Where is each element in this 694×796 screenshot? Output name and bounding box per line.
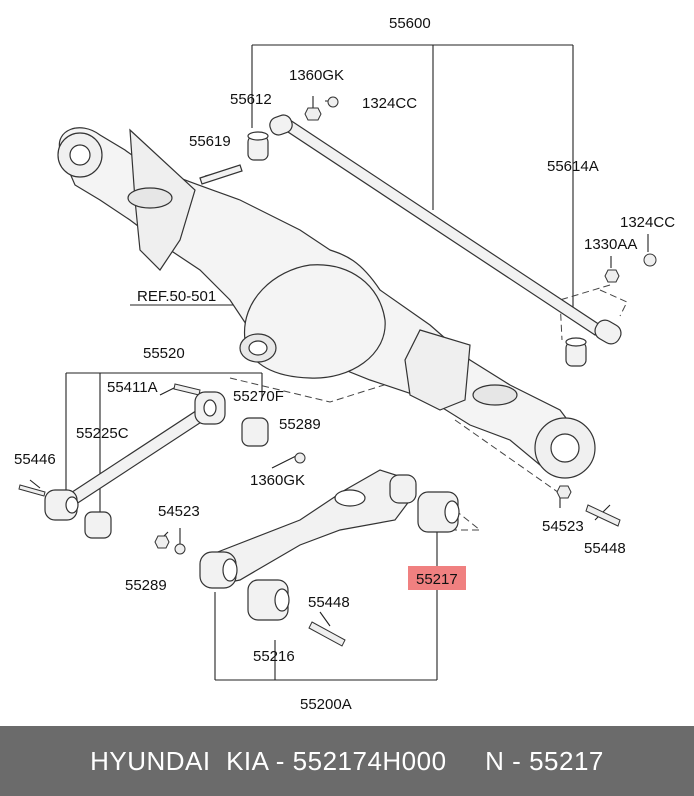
small-hardware: [18, 96, 657, 647]
label-ref-50-501: REF.50-501: [137, 288, 216, 305]
label-55520: 55520: [143, 345, 185, 362]
rear-suspension-parts-diagram: 55600 55612 1360GK 1324CC 55619 55614A 1…: [14, 15, 675, 713]
label-55446: 55446: [14, 451, 56, 468]
label-55217: 55217: [416, 571, 458, 588]
lower-arm-55200A: [199, 469, 460, 621]
label-55216: 55216: [253, 648, 295, 665]
label-55619: 55619: [189, 133, 231, 150]
label-1330aa: 1330AA: [584, 236, 637, 253]
label-55612: 55612: [230, 91, 272, 108]
label-1360gk-top: 1360GK: [289, 67, 344, 84]
footer-bar: HYUNDAI KIA - 552174H000 N - 55217: [0, 726, 694, 796]
label-55448-right: 55448: [584, 540, 626, 557]
label-55289-left: 55289: [125, 577, 167, 594]
label-1360gk-mid: 1360GK: [250, 472, 305, 489]
label-55289-top: 55289: [279, 416, 321, 433]
label-1324cc-right: 1324CC: [620, 214, 675, 231]
label-55270f: 55270F: [233, 388, 284, 405]
part-highlight-box: [408, 566, 466, 590]
lateral-arm-55520: [44, 391, 269, 539]
part-labels: 55600 55612 1360GK 1324CC 55619 55614A 1…: [14, 15, 675, 713]
label-54523-left: 54523: [158, 503, 200, 520]
upper-arm-assembly-55600: [199, 114, 622, 367]
label-55448-mid: 55448: [308, 594, 350, 611]
label-55614a: 55614A: [547, 158, 599, 175]
label-55411a: 55411A: [107, 379, 158, 396]
rear-axle-housing: [57, 127, 596, 479]
label-54523-right: 54523: [542, 518, 584, 535]
label-55600: 55600: [389, 15, 431, 32]
label-55200a: 55200A: [300, 696, 352, 713]
label-1324cc-top: 1324CC: [362, 95, 417, 112]
label-55225c: 55225C: [76, 425, 129, 442]
part-number-caption: HYUNDAI KIA - 552174H000 N - 55217: [90, 746, 604, 776]
